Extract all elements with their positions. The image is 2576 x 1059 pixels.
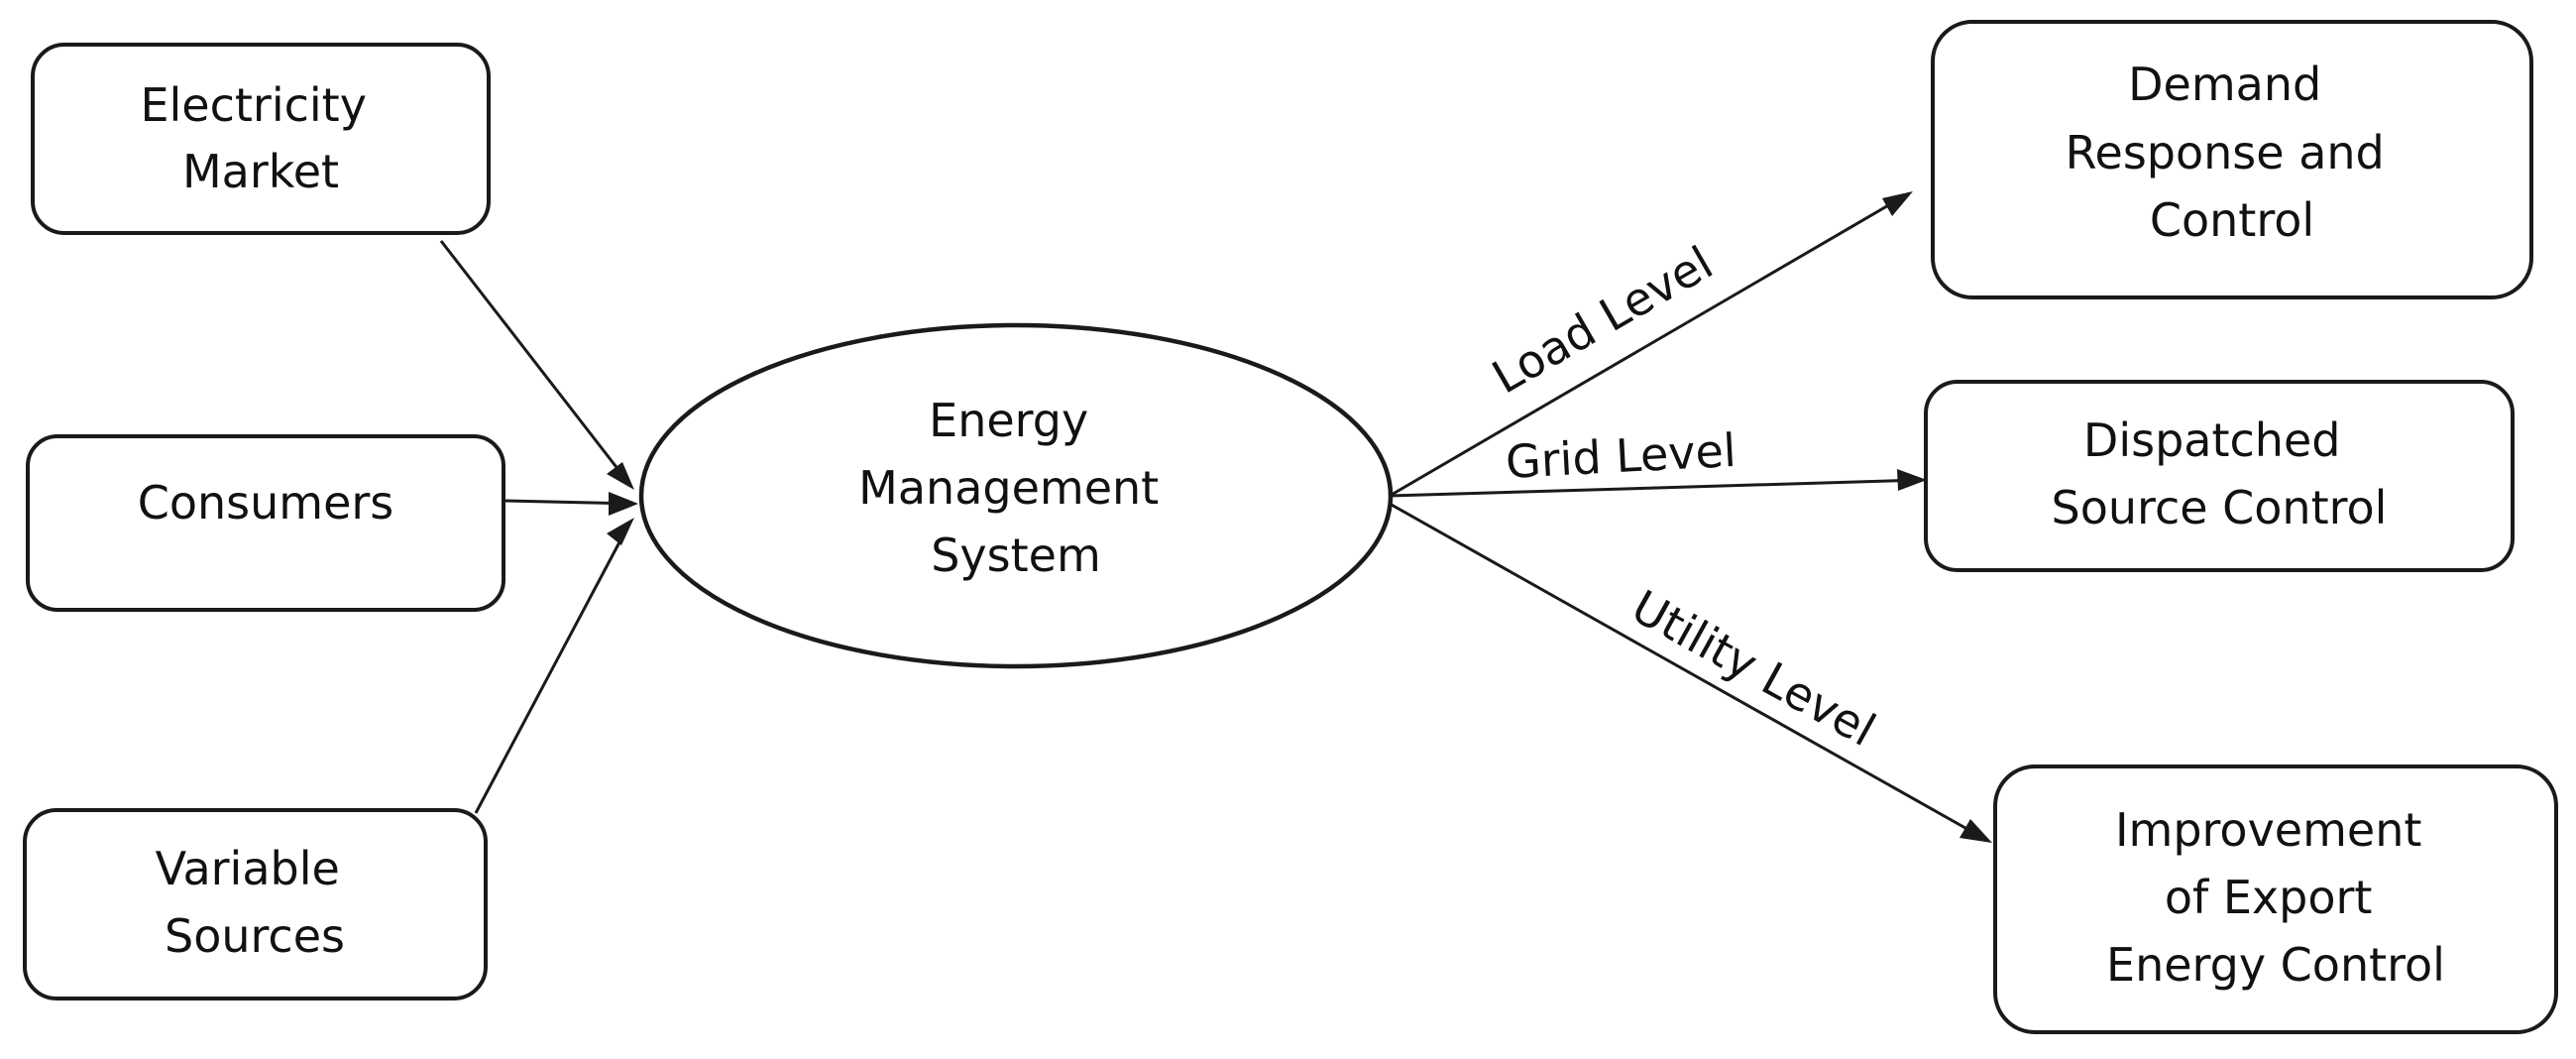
edge-label-grid-level: Grid Level xyxy=(1505,423,1737,489)
node-label-line: Demand xyxy=(2128,58,2321,111)
arrow-ems-to-export-energy xyxy=(1389,502,1989,843)
node-label-line: of Export xyxy=(2165,871,2373,924)
node-label-line: Market xyxy=(182,145,339,198)
node-label-line: System xyxy=(931,529,1101,582)
node-label-line: Source Control xyxy=(2052,481,2388,534)
node-label-line: Electricity xyxy=(140,78,367,132)
node-energy-management-system: Energy Management System xyxy=(638,322,1394,669)
node-label-line: Sources xyxy=(165,909,345,963)
node-demand-response-and-control: Demand Response and Control xyxy=(1931,20,2533,299)
arrow-ems-to-demand-response xyxy=(1389,191,1910,498)
arrowhead-demand-response xyxy=(1882,191,1913,216)
edge-label-utility-level: Utility Level xyxy=(1624,579,1885,757)
svg-text:Variable Sources: Variable Sources xyxy=(156,842,355,963)
node-label-line: Response and xyxy=(2066,126,2385,179)
svg-text:Consumers: Consumers xyxy=(138,476,394,530)
node-label-line: Management xyxy=(858,461,1159,515)
svg-text:Demand Response and: Demand Response and Control xyxy=(2066,58,2400,247)
node-label-line: Energy Control xyxy=(2106,938,2445,992)
arrowhead-dispatched-source xyxy=(1897,469,1927,491)
node-label-line: Energy xyxy=(929,394,1088,447)
edge-label-load-level: Load Level xyxy=(1484,236,1722,405)
node-label-line: Dispatched xyxy=(2083,413,2341,467)
arrowhead-market xyxy=(607,462,634,490)
arrow-market-to-ems xyxy=(439,240,631,485)
arrowhead-consumers xyxy=(609,492,638,516)
node-label-line: Variable xyxy=(156,842,340,895)
arrowhead-export-energy xyxy=(1960,819,1992,843)
svg-text:Dispatched Source Contro: Dispatched Source Control xyxy=(2052,413,2388,534)
arrowhead-sources xyxy=(607,518,634,545)
node-label-line: Control xyxy=(2150,193,2314,247)
node-label-line: Improvement xyxy=(2115,803,2421,857)
node-electricity-market: Electricity Market xyxy=(31,43,491,235)
node-variable-sources: Variable Sources xyxy=(23,808,488,1000)
svg-text:Improvement of Export: Improvement of Export Energy Control xyxy=(2106,803,2445,992)
node-label-line: Consumers xyxy=(138,476,394,530)
arrow-sources-to-ems xyxy=(474,523,631,814)
arrow-ems-to-dispatched-source xyxy=(1389,478,1924,498)
svg-text:Energy Management: Energy Management System xyxy=(858,394,1174,582)
node-improvement-of-export-energy-control: Improvement of Export Energy Control xyxy=(1993,765,2558,1034)
node-dispatched-source-control: Dispatched Source Control xyxy=(1924,380,2515,572)
svg-text:Electricity Market: Electricity Market xyxy=(140,78,381,198)
node-consumers: Consumers xyxy=(26,434,505,612)
